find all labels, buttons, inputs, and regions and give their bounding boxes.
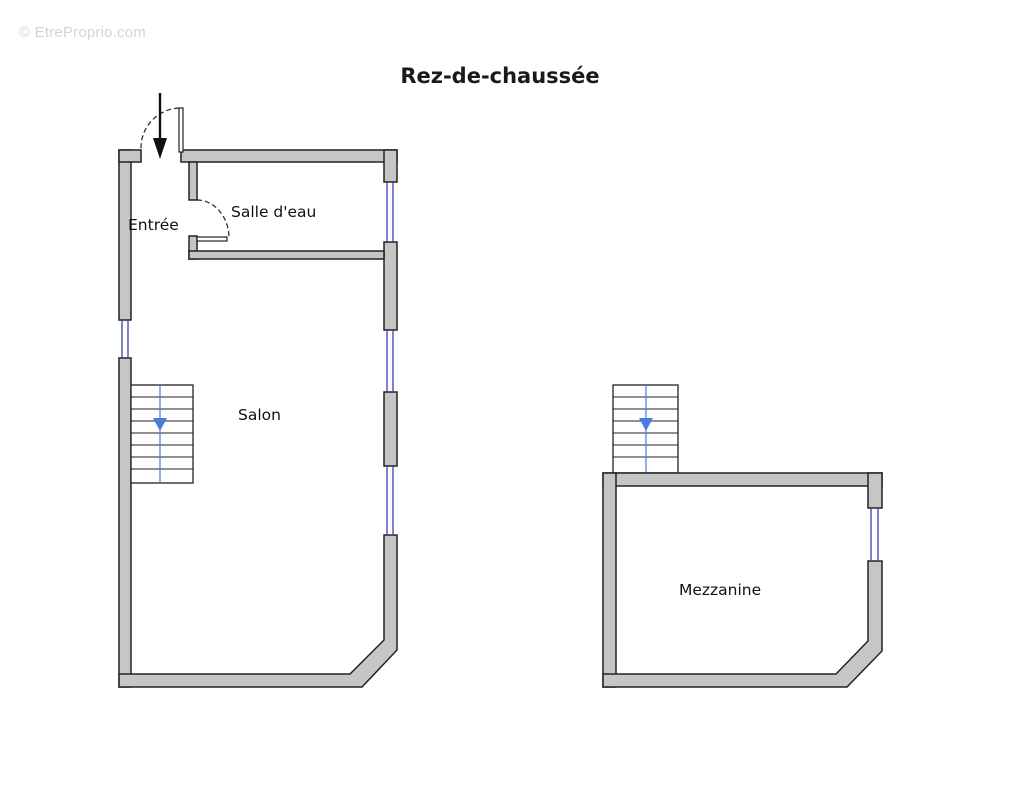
outer-walls: [118, 149, 398, 688]
watermark: © EtreProprio.com: [19, 24, 146, 41]
entrance-door: [140, 107, 184, 153]
plan-title: Rez-de-chaussée: [400, 64, 600, 88]
ground-floor: Entrée Salle d'eau Salon: [118, 93, 398, 688]
room-label-salon: Salon: [238, 406, 281, 424]
room-label-mezzanine: Mezzanine: [679, 581, 761, 599]
room-label-salle-deau: Salle d'eau: [231, 203, 316, 221]
room-label-entree: Entrée: [128, 216, 179, 234]
mezzanine-staircase: [612, 384, 679, 474]
mezzanine-walls: [602, 472, 883, 688]
mezzanine-stair-arrow-icon: [639, 418, 653, 431]
bathroom-door: [196, 199, 230, 242]
mezzanine-window: [870, 508, 879, 561]
entrance-arrow-icon: [153, 93, 167, 159]
bathroom-walls: [188, 161, 385, 260]
stair-arrow-icon: [153, 418, 167, 431]
windows: [121, 182, 394, 535]
mezzanine-floor: Mezzanine: [602, 384, 883, 688]
staircase: [130, 384, 194, 484]
